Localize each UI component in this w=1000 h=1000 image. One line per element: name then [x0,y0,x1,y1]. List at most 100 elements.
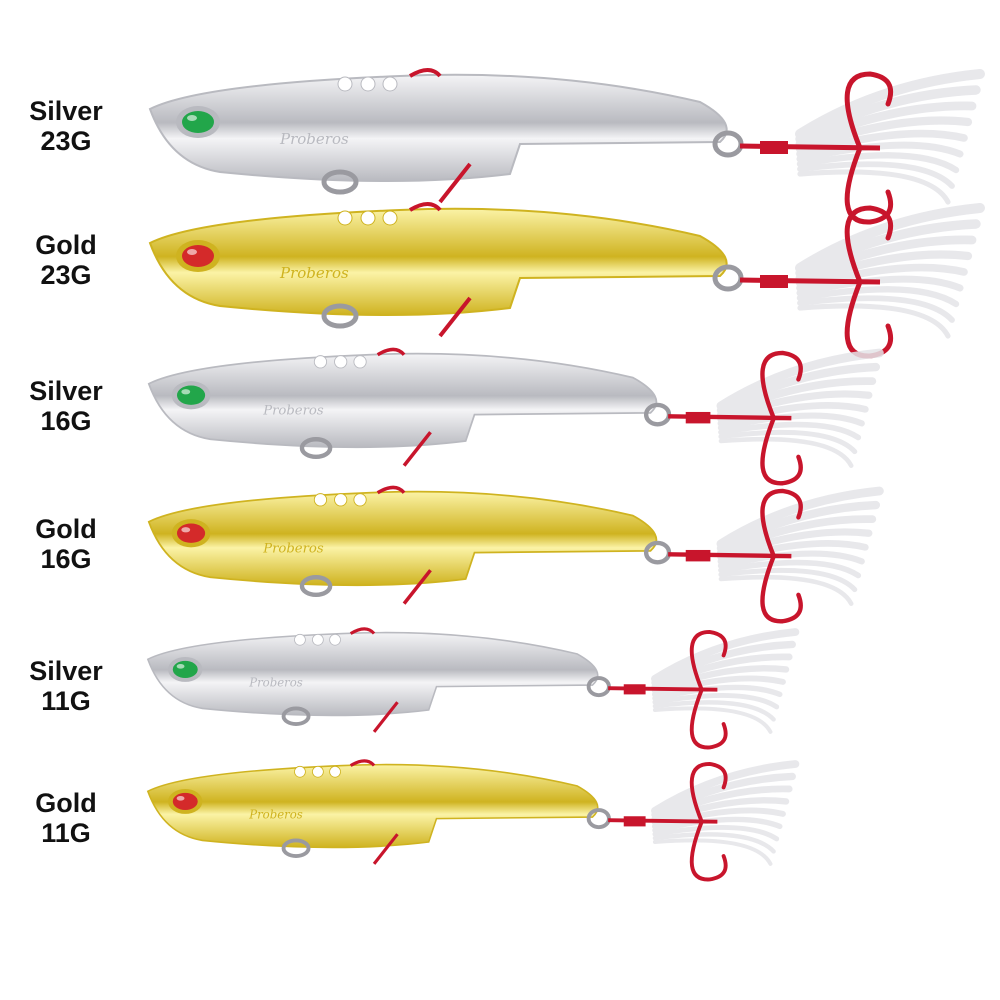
snap-ring [281,838,311,859]
lure-finish: Gold [35,514,97,544]
line-tie-hole [294,765,306,778]
lure-illustration: Proberos [146,759,800,882]
lure-illustration: Proberos [147,485,884,624]
lure-finish: Silver [29,376,103,406]
eye-highlight [176,795,185,801]
line-tie-hole [329,633,341,646]
eye-gem [172,660,198,679]
lure-weight: 16G [40,544,92,574]
lure-weight: 23G [40,260,92,290]
lure-weight: 16G [40,406,92,436]
belly-hook-point [372,701,399,733]
hook-bend-lower [760,415,803,486]
split-ring [712,264,744,292]
line-tie-hole [313,493,328,507]
dorsal-hook-point [349,759,376,767]
lure-finish: Silver [29,656,103,686]
split-ring [643,402,672,427]
eye-highlight [181,389,191,395]
hook-bend-upper [844,71,894,151]
belly-hook-point [402,431,432,467]
line-tie-hole [353,493,367,507]
brand-logo-text: Proberos [279,264,349,282]
line-tie-hole [337,210,353,226]
line-tie-hole [312,765,324,778]
eye-gem [172,792,198,811]
eye-highlight [176,663,185,669]
snap-ring [281,706,311,727]
hook-binding [623,684,646,695]
hook-bend-lower [760,553,803,624]
lure-illustration: Proberos [147,347,884,486]
brand-logo-text: Proberos [248,676,303,690]
brand-logo-text: Proberos [248,808,303,822]
snap-ring [299,575,333,598]
snap-ring [321,169,359,195]
split-ring [586,808,611,830]
dorsal-hook-point [349,627,376,635]
lure-weight: 23G [40,126,92,156]
dorsal-hook-point [376,347,406,357]
brand-logo-text: Proberos [262,542,324,557]
hook-bend-upper [689,630,728,692]
eye-gem [176,385,206,405]
line-tie-hole [382,210,398,226]
belly-hook-point [438,162,472,204]
lure-finish: Gold [35,230,97,260]
snap-ring [321,303,359,329]
hook-binding [623,816,646,827]
hook-bend-lower [689,819,728,882]
eye-highlight [187,249,197,255]
hook-bend-upper [760,350,803,421]
belly-hook-point [402,569,432,605]
feather-tail [651,628,800,734]
feather-tail [795,69,985,205]
eye-gem [182,111,214,133]
lure-body [147,490,658,587]
eye-highlight [187,115,197,121]
line-tie-hole [382,76,398,92]
hook-bend-lower [844,145,894,225]
lure-body [147,352,658,449]
hook-bend-upper [760,488,803,559]
lure-body [146,631,599,717]
belly-hook-point [372,833,399,865]
line-tie-hole [360,76,376,92]
lure-body [146,763,599,849]
line-tie-hole [334,493,348,507]
hook-bend-upper [689,762,728,824]
lure-weight: 11G [41,818,91,848]
split-ring [643,540,672,565]
eye-gem [176,523,206,543]
line-tie-hole [337,76,353,92]
split-ring [712,130,744,158]
dorsal-hook-point [408,202,442,212]
line-tie-hole [334,355,348,369]
hook-binding [685,411,711,424]
lure-weight: 11G [41,686,91,716]
eye-highlight [181,527,191,533]
lure-body [148,73,728,183]
line-tie-hole [294,633,306,646]
snap-ring [299,437,333,460]
hook-binding [760,275,788,288]
lure-illustration: Proberos [148,202,985,359]
brand-logo-text: Proberos [262,404,324,419]
brand-logo-text: Proberos [279,130,349,148]
lure-finish: Silver [29,96,103,126]
lure-finish: Gold [35,788,97,818]
hook-binding [760,141,788,154]
lure-illustration: Proberos [148,68,985,225]
hook-binding [685,549,711,562]
